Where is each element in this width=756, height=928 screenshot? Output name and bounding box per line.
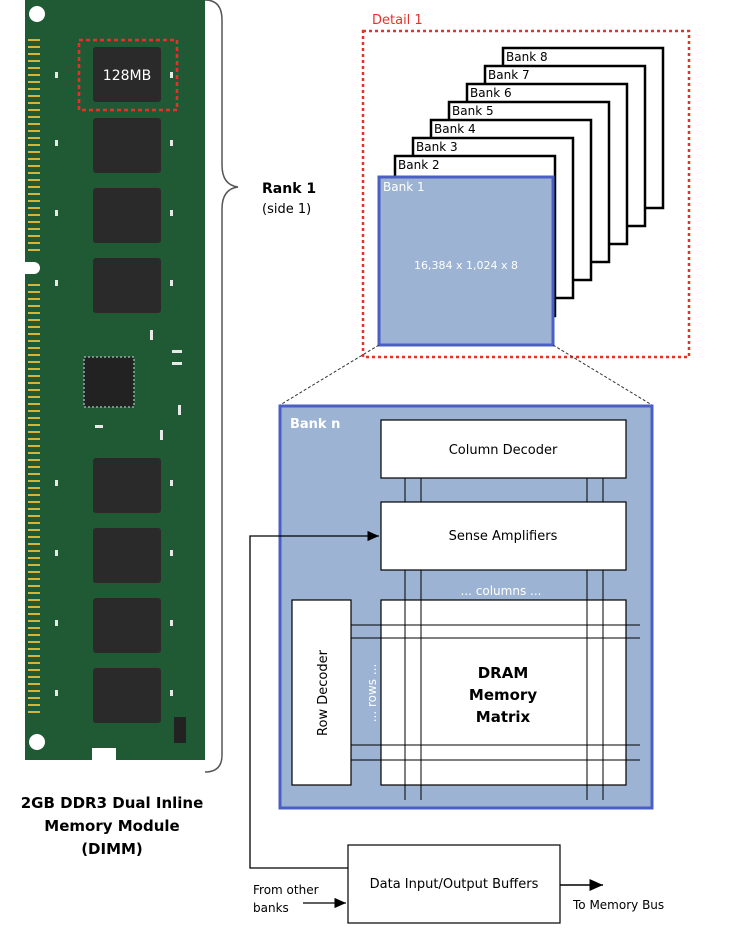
- rows-label: ... rows ...: [365, 664, 379, 723]
- column-decoder-label: Column Decoder: [449, 443, 558, 458]
- row-word-lines: [351, 624, 640, 761]
- rank-subtitle: (side 1): [262, 202, 311, 217]
- dram-chip: [93, 668, 161, 723]
- matrix-label-line-3: Matrix: [476, 708, 531, 726]
- dram-chip: [93, 528, 161, 583]
- chip-highlight-box: [77, 38, 179, 112]
- small-component: [174, 717, 186, 743]
- zoom-line-left: [279, 344, 380, 406]
- dimm-bottom-notch: [92, 748, 116, 762]
- io-buffers-box: [347, 844, 561, 924]
- to-memory-bus-label: To Memory Bus: [572, 898, 664, 912]
- chip-capacity-label: 128MB: [103, 68, 151, 84]
- bank-label: Bank 4: [434, 122, 476, 136]
- dram-chip: [93, 598, 161, 653]
- sense-amplifiers-box: [380, 501, 627, 571]
- matrix-label-line-2: Memory: [469, 686, 537, 704]
- bank-label: Bank 5: [452, 104, 494, 118]
- dram-chip: [93, 118, 161, 173]
- dram-chip: [93, 458, 161, 513]
- dimm-caption-line-3: (DIMM): [81, 840, 143, 858]
- zoom-line-right: [552, 344, 653, 406]
- front-bank-dimensions: 16,384 x 1,024 x 8: [414, 259, 518, 272]
- dimm-caption-line-1: 2GB DDR3 Dual Inline: [21, 794, 204, 812]
- bank-label: Bank 8: [506, 50, 548, 64]
- bank-label: Bank 2: [398, 158, 440, 172]
- detail-1-panel: Detail 1 Bank 8 Bank 7 Bank 6 Bank 5 Ban…: [361, 13, 691, 359]
- from-other-banks-line-2: banks: [253, 901, 289, 915]
- columns-label: ... columns ...: [461, 584, 542, 598]
- matrix-label-line-1: DRAM: [478, 664, 529, 682]
- dimm-mount-hole-bottom: [29, 734, 45, 750]
- bank-n-panel: Bank n Column Decoder Sense Amplifiers .…: [278, 404, 654, 810]
- from-other-banks-line-1: From other: [253, 883, 319, 897]
- bank-label: Bank 6: [470, 86, 512, 100]
- dram-chip: [93, 188, 161, 243]
- detail-frame: [361, 29, 691, 359]
- row-decoder-label: Row Decoder: [316, 649, 331, 736]
- data-path-to-sense-amps: [249, 530, 379, 869]
- sense-amplifiers-label: Sense Amplifiers: [449, 529, 558, 544]
- memory-matrix-box: [380, 599, 627, 786]
- bank-label: Bank 7: [488, 68, 530, 82]
- dram-chip: [93, 258, 161, 313]
- bank-label: Bank 3: [416, 140, 458, 154]
- row-decoder-box: [291, 599, 352, 786]
- dram-chip: [93, 47, 161, 102]
- dimm-caption-line-2: Memory Module: [44, 817, 179, 835]
- dimm-mount-hole-top: [29, 6, 45, 22]
- io-buffers-label: Data Input/Output Buffers: [370, 877, 539, 892]
- column-decoder-box: [380, 419, 627, 479]
- bit-lines: [404, 600, 604, 785]
- gold-contacts: [28, 39, 40, 713]
- detail-title: Detail 1: [372, 13, 423, 28]
- rank-title: Rank 1: [262, 181, 316, 197]
- dimm-notch: [18, 262, 40, 274]
- spd-chip: [83, 356, 135, 408]
- front-bank-label: Bank 1: [383, 180, 425, 194]
- front-bank: [377, 175, 555, 347]
- dimm-module: 128MB: [18, 0, 205, 762]
- dram-chips: [93, 47, 161, 723]
- bank-n-title: Bank n: [290, 417, 340, 432]
- rank-brace: [204, 0, 239, 773]
- smd-components: [55, 72, 182, 696]
